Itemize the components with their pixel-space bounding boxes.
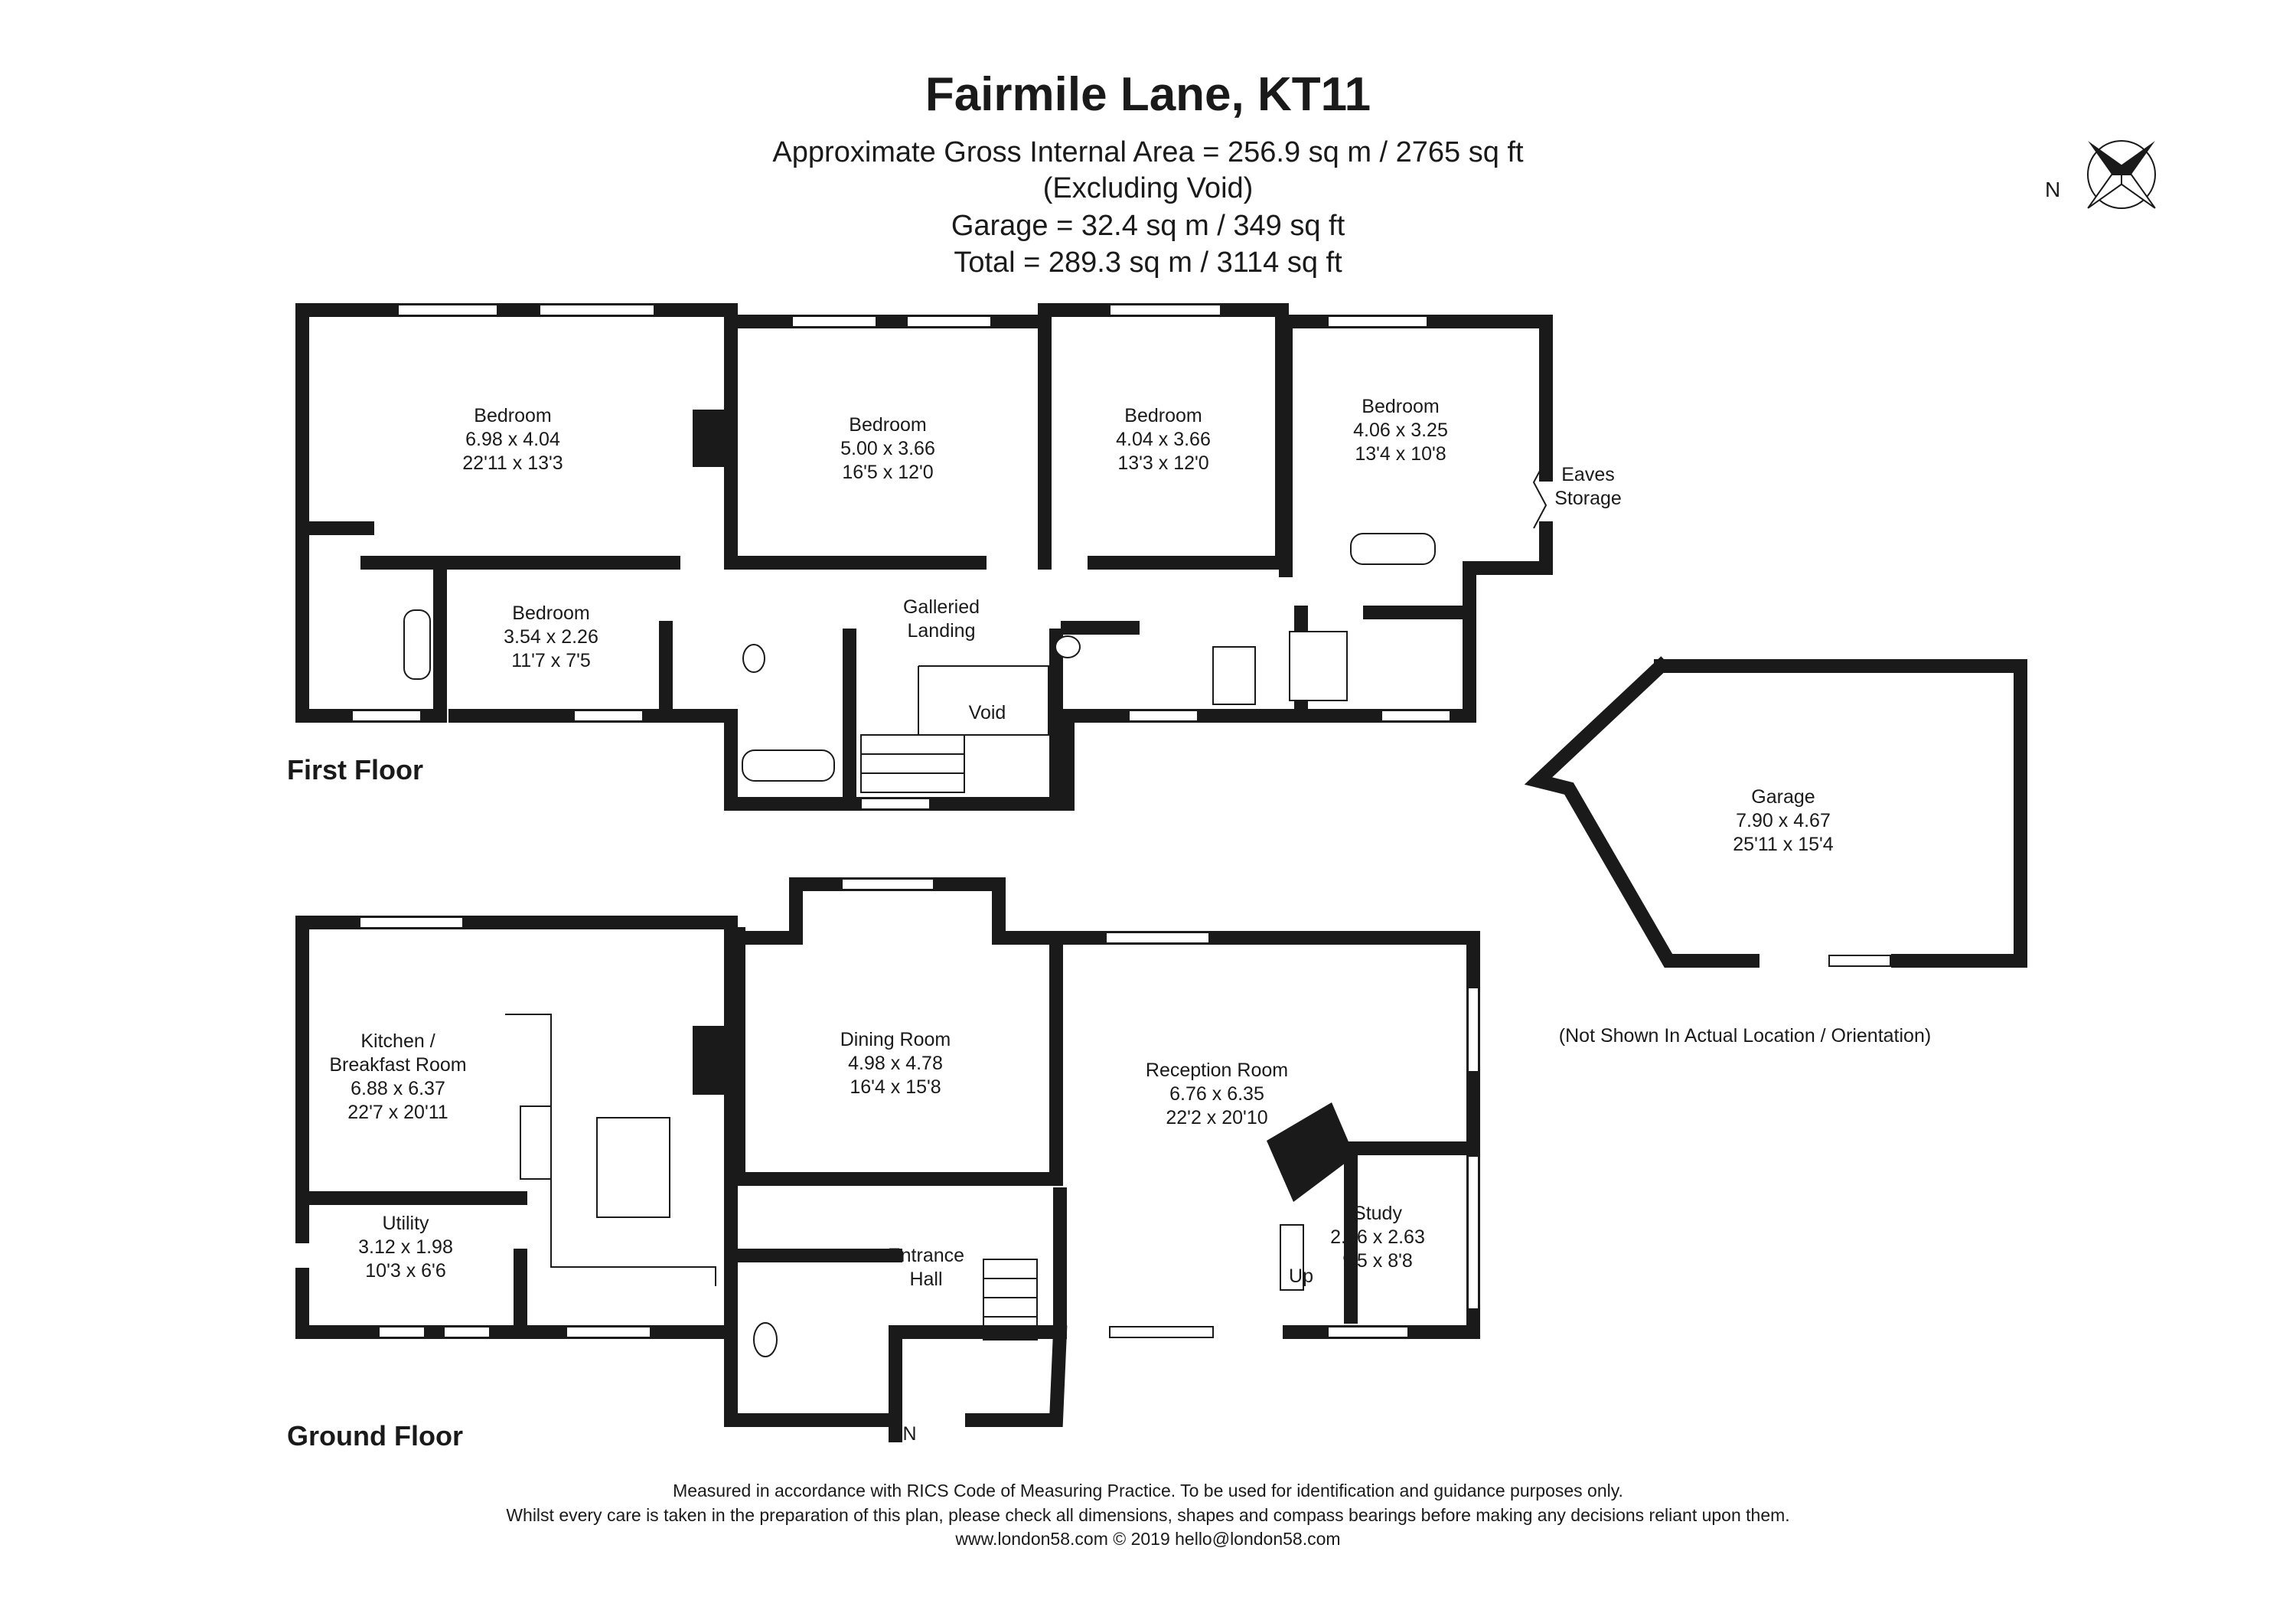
room-imperial: 13'4 x 10'8	[1355, 443, 1446, 465]
eaves-storage-label: Eaves Storage	[1531, 463, 1645, 511]
room-metric: 7.90 x 4.67	[1736, 810, 1831, 831]
footer-line-3: www.london58.com © 2019 hello@london58.c…	[955, 1529, 1341, 1549]
void-label: Void	[968, 702, 1006, 723]
room-name-2: Hall	[909, 1269, 943, 1290]
area-line-1: Approximate Gross Internal Area = 256.9 …	[772, 136, 1524, 168]
room-utility: Utility 3.12 x 1.98 10'3 x 6'6	[329, 1212, 482, 1283]
room-name: Utility	[382, 1213, 429, 1234]
area-line-2: (Excluding Void)	[1042, 172, 1254, 204]
area-line-3: Garage = 32.4 sq m / 349 sq ft	[951, 210, 1345, 242]
room-name: Bedroom	[1362, 396, 1440, 417]
compass-icon	[2087, 140, 2156, 209]
first-floor-plan	[295, 303, 1553, 811]
room-bedroom-3: Bedroom 4.04 x 3.66 13'3 x 12'0	[1087, 404, 1240, 475]
room-imperial: 25'11 x 15'4	[1733, 834, 1834, 855]
room-metric: 3.12 x 1.98	[358, 1236, 453, 1258]
area-line-4: Total = 289.3 sq m / 3114 sq ft	[954, 247, 1342, 279]
room-name: Bedroom	[512, 603, 590, 624]
room-reception: Reception Room 6.76 x 6.35 22'2 x 20'10	[1102, 1059, 1332, 1130]
room-metric: 6.88 x 6.37	[351, 1078, 445, 1099]
room-metric: 5.00 x 3.66	[840, 438, 935, 459]
footer-line-1: Measured in accordance with RICS Code of…	[673, 1481, 1623, 1501]
first-floor-label: First Floor	[287, 754, 423, 785]
room-dining: Dining Room 4.98 x 4.78 16'4 x 15'8	[811, 1028, 980, 1099]
garage-plan	[1524, 656, 2027, 968]
room-imperial: 16'5 x 12'0	[842, 462, 934, 483]
room-galleried-landing: Galleried Landing	[865, 596, 1018, 643]
compass-label: N	[2045, 178, 2061, 201]
room-metric: 3.54 x 2.26	[504, 626, 598, 648]
ground-floor-label: Ground Floor	[287, 1420, 463, 1452]
room-imperial: 22'7 x 20'11	[347, 1102, 448, 1123]
landing-line-2: Landing	[907, 620, 976, 642]
room-bedroom-5: Bedroom 3.54 x 2.26 11'7 x 7'5	[475, 602, 628, 673]
room-imperial: 10'3 x 6'6	[365, 1260, 446, 1282]
room-imperial: 11'7 x 7'5	[511, 650, 591, 671]
page-title: Fairmile Lane, KT11	[925, 68, 1371, 121]
room-bedroom-4: Bedroom 4.06 x 3.25 13'4 x 10'8	[1324, 395, 1477, 466]
room-metric: 6.76 x 6.35	[1169, 1083, 1264, 1105]
room-study: Study 2.86 x 2.63 9'5 x 8'8	[1301, 1202, 1454, 1273]
room-name: Bedroom	[849, 414, 927, 436]
room-metric: 4.04 x 3.66	[1116, 429, 1211, 450]
room-metric: 6.98 x 4.04	[465, 429, 560, 450]
room-entrance-hall: Entrance Hall	[850, 1244, 1003, 1292]
room-imperial: 16'4 x 15'8	[850, 1076, 941, 1098]
room-metric: 2.86 x 2.63	[1330, 1226, 1425, 1248]
room-kitchen: Kitchen / Breakfast Room 6.88 x 6.37 22'…	[314, 1030, 482, 1125]
room-name-1: Kitchen /	[360, 1030, 435, 1052]
room-bedroom-1: Bedroom 6.98 x 4.04 22'11 x 13'3	[436, 404, 589, 475]
room-bedroom-2: Bedroom 5.00 x 3.66 16'5 x 12'0	[811, 413, 964, 485]
ground-floor-plan	[295, 877, 1480, 1442]
landing-line-1: Galleried	[902, 596, 980, 618]
room-metric: 4.06 x 3.25	[1353, 420, 1448, 441]
garage-note: (Not Shown In Actual Location / Orientat…	[1558, 1025, 1932, 1047]
room-imperial: 13'3 x 12'0	[1117, 452, 1209, 474]
room-name: Dining Room	[840, 1029, 951, 1050]
room-metric: 4.98 x 4.78	[848, 1053, 943, 1074]
stairs-up-label: Up	[1289, 1265, 1313, 1287]
room-garage: Garage 7.90 x 4.67 25'11 x 15'4	[1707, 785, 1860, 857]
room-name: Garage	[1751, 786, 1815, 808]
room-imperial: 9'5 x 8'8	[1342, 1250, 1413, 1272]
entry-label: IN	[897, 1423, 917, 1445]
room-imperial: 22'2 x 20'10	[1166, 1107, 1268, 1128]
room-name: Reception Room	[1145, 1060, 1289, 1081]
eaves-line-1: Eaves	[1561, 464, 1615, 485]
room-name: Study	[1353, 1203, 1402, 1224]
eaves-line-2: Storage	[1554, 488, 1622, 509]
room-name-1: Entrance	[887, 1245, 965, 1266]
footer-line-2: Whilst every care is taken in the prepar…	[506, 1505, 1790, 1525]
room-name: Bedroom	[1124, 405, 1202, 426]
room-name-2: Breakfast Room	[329, 1054, 467, 1076]
room-name: Bedroom	[474, 405, 552, 426]
room-imperial: 22'11 x 13'3	[462, 452, 563, 474]
